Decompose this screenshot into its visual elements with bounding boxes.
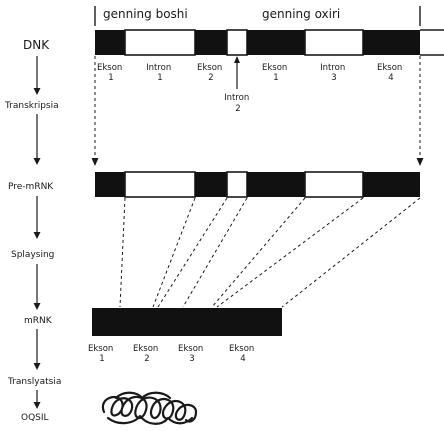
mrna-label-exon-3: Ekson 3 [178, 344, 206, 364]
mrna-label-exon-4: Ekson 4 [229, 344, 257, 364]
pre-intron-3 [304, 171, 364, 198]
dna-strip [95, 29, 444, 56]
transcription-arrowhead-left [91, 158, 99, 166]
dna-label-exon-2: Ekson 2 [197, 63, 225, 83]
stage-transcription-label: Transkripsia [4, 101, 59, 111]
dna-exon-1 [95, 30, 125, 55]
pre-exon-4 [363, 172, 420, 197]
dna-exon-2 [195, 30, 227, 55]
pre-intron-1 [124, 171, 196, 198]
stage-splicing-label: Splaysing [11, 250, 54, 260]
pre-intron-2 [226, 171, 248, 198]
stage-arrows [33, 56, 41, 409]
dna-label-exon-3: Ekson 1 [262, 63, 290, 83]
pre-exon-3 [247, 172, 305, 197]
dna-intron-1 [124, 29, 196, 56]
dna-label-exon-4: Ekson 4 [377, 63, 405, 83]
dna-intron-2 [226, 29, 248, 56]
gene-start-label: genning boshi [103, 7, 188, 21]
mrna-label-exon-2: Ekson 2 [133, 344, 161, 364]
stage-dnk-label: DNK [23, 38, 50, 52]
dna-intron-3 [304, 29, 364, 56]
dna-exon-4 [363, 30, 420, 55]
dna-label-intron-2: Intron 2 [224, 93, 252, 114]
mrnk-strip [92, 308, 282, 336]
stage-translation-label: Translyatsia [7, 377, 61, 387]
stage-mrnk-label: mRNK [24, 316, 53, 326]
transcription-guides [94, 56, 421, 160]
dna-label-intron-3: Intron 3 [320, 63, 348, 83]
stage-protein-label: OQSIL [21, 413, 49, 423]
dna-label-intron-1: Intron 1 [146, 63, 174, 83]
protein-chain [101, 391, 198, 425]
splicing-connectors [119, 197, 421, 308]
stage-pre-mrnk-label: Pre-mRNK [8, 182, 54, 192]
transcription-arrowhead-right [416, 158, 424, 166]
gene-end-label: genning oxiri [262, 7, 340, 21]
pre-exon-1 [95, 172, 125, 197]
dna-exon-3 [247, 30, 305, 55]
pre-exon-2 [195, 172, 227, 197]
mrna-label-exon-1: Ekson 1 [88, 344, 116, 364]
dna-label-exon-1: Ekson 1 [97, 63, 125, 83]
pre-mrnk-strip [95, 171, 420, 198]
